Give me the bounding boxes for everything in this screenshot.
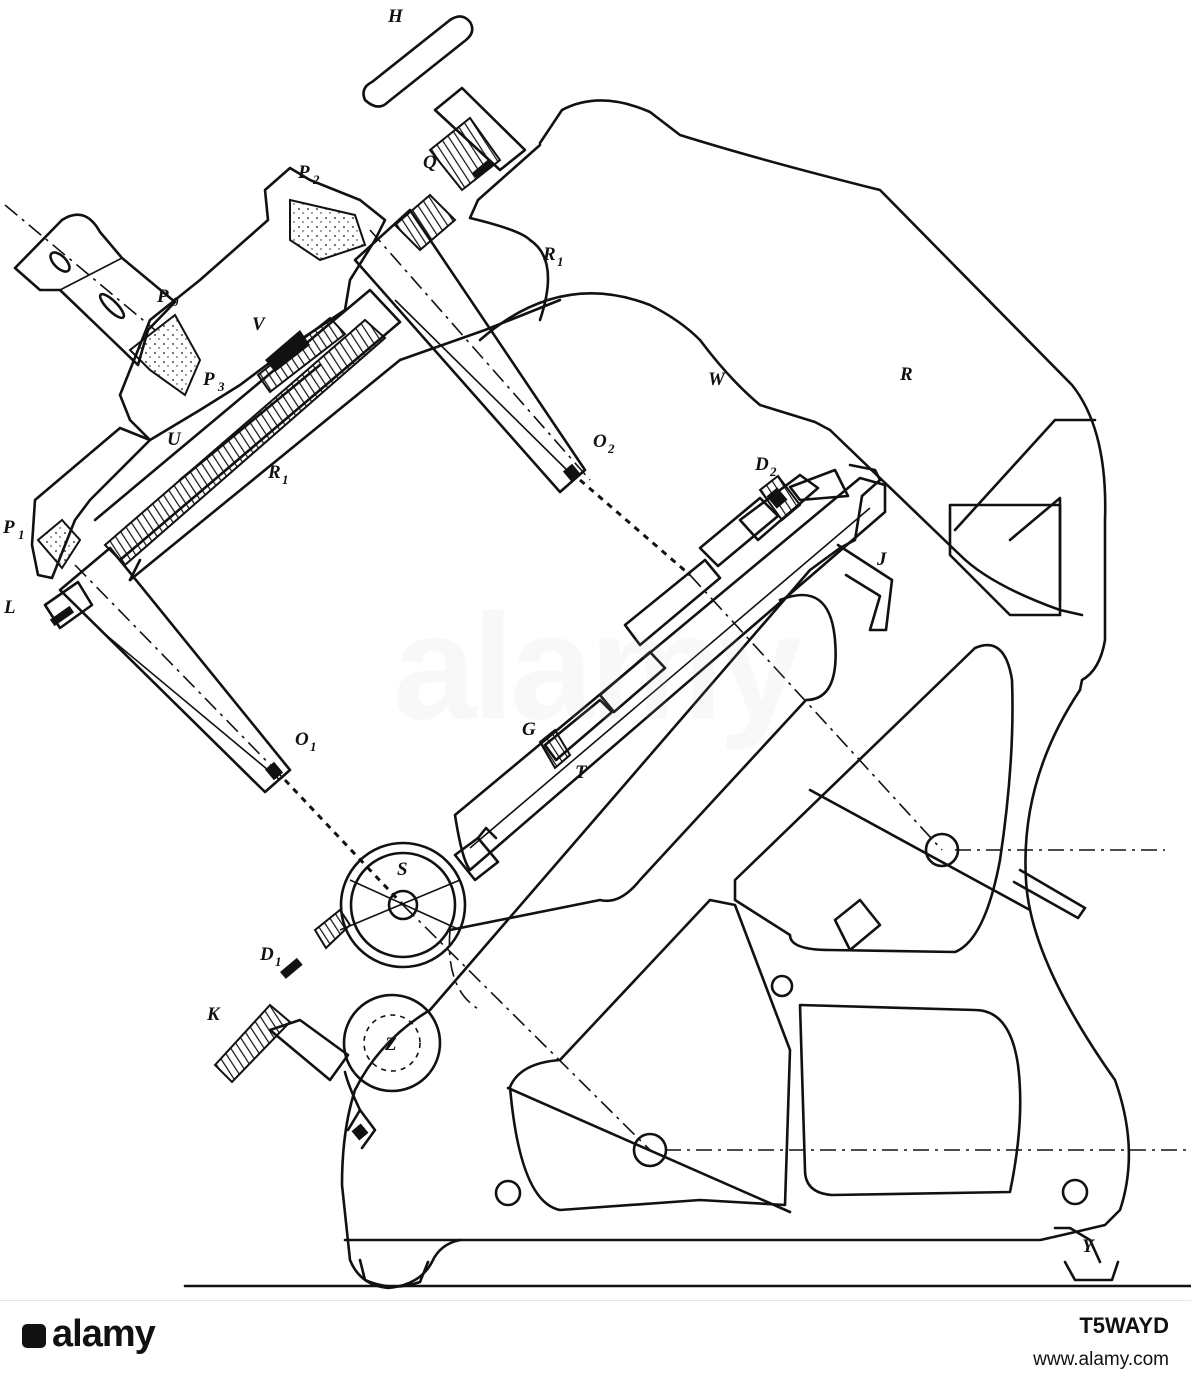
alamy-logo-icon (22, 1324, 46, 1348)
label-p0-sub: 0 (172, 294, 179, 309)
label-r1-lower-sub: 1 (282, 472, 289, 487)
label-p1: P (2, 517, 15, 538)
instrument-head (13, 15, 591, 794)
label-p0: P (156, 286, 169, 307)
label-q: Q (423, 152, 437, 173)
label-j: J (876, 549, 887, 570)
label-p3: P (202, 369, 215, 390)
label-d2: D (754, 454, 769, 475)
label-t: T (575, 762, 588, 783)
label-w: W (708, 369, 726, 390)
label-h: H (387, 6, 404, 27)
label-p2-sub: 2 (312, 172, 320, 187)
label-d1: D (259, 944, 274, 965)
label-p1-sub: 1 (18, 527, 25, 542)
label-k: K (206, 1004, 221, 1025)
label-r1-upper-sub: 1 (557, 254, 564, 269)
levers (506, 788, 1087, 1214)
label-y: Y (1082, 1236, 1096, 1257)
label-u: U (167, 429, 182, 450)
label-r1-upper: R (542, 244, 556, 265)
label-p3-sub: 3 (217, 379, 225, 394)
image-id: T5WAYD (1079, 1313, 1169, 1338)
stock-url[interactable]: www.alamy.com (1033, 1349, 1169, 1370)
label-d2-sub: 2 (769, 464, 777, 479)
diagram-labels: H Q P 2 P 0 P 3 P 1 V U L R 1 R 1 R W O … (2, 6, 1096, 1257)
label-r: R (899, 364, 913, 385)
alamy-logo-text: alamy (52, 1313, 156, 1355)
label-d1-sub: 1 (275, 954, 282, 969)
label-r1-lower: R (267, 462, 281, 483)
label-p2: P (297, 162, 310, 183)
label-s: S (397, 859, 408, 880)
label-o1-sub: 1 (310, 739, 317, 754)
label-o2: O (593, 431, 607, 452)
label-g: G (522, 719, 536, 740)
alamy-logo: alamy (22, 1313, 156, 1356)
label-z: Z (384, 1034, 397, 1055)
label-l: L (3, 597, 16, 618)
label-o2-sub: 2 (607, 441, 615, 456)
optical-rays (4, 204, 1191, 1151)
label-v: V (252, 314, 266, 335)
label-o1: O (295, 729, 309, 750)
lower-mechanism (213, 826, 500, 1150)
stock-footer: alamy T5WAYD www.alamy.com (0, 1300, 1191, 1391)
technical-drawing: H Q P 2 P 0 P 3 P 1 V U L R 1 R 1 R W O … (2, 6, 1191, 1290)
tilted-table (453, 468, 887, 872)
base-frame (340, 99, 1131, 1290)
